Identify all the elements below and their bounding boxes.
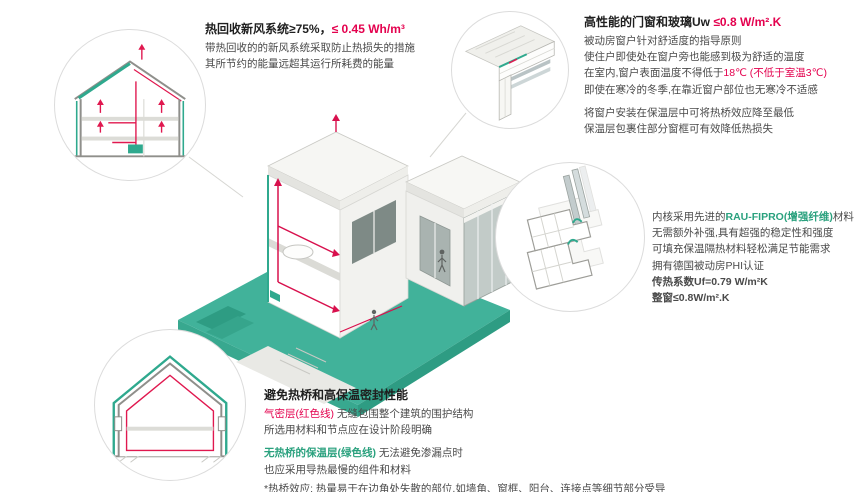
profile-line-2: 无需额外补强,具有超强的稳定性和强度 bbox=[652, 227, 834, 240]
heat-recovery-note: 热回收新风系统≥75%，≤ 0.45 Wh/m³ 带热回收的的新风系统采取防止热… bbox=[205, 20, 475, 73]
profile-line-3: 可填充保温隔热材料轻松满足节能需求 bbox=[652, 243, 831, 256]
heat-recovery-title-value: ≤ 0.45 Wh/m³ bbox=[331, 22, 405, 36]
profile-line-1-post: 材料 bbox=[832, 211, 854, 223]
thermal-line-3-label: 无热桥的保温层(绿色线) bbox=[264, 447, 376, 460]
windows-line-3: 在室内,窗户表面温度不得低于18℃ (不低于室温3℃) bbox=[584, 66, 864, 80]
window-install-illustration bbox=[464, 25, 556, 121]
heat-recovery-title-text: 热回收新风系统≥75%， bbox=[205, 22, 332, 36]
window-install-vignette bbox=[451, 11, 569, 129]
windows-line-5: 将窗户安装在保温层中可将热桥效应降至最低 bbox=[584, 106, 794, 119]
thermal-section-illustration bbox=[102, 355, 238, 463]
heat-recovery-section-illustration bbox=[68, 43, 192, 158]
thermal-line-1-label: 气密层(红色线) bbox=[264, 408, 334, 420]
windows-line-4: 即使在寒冷的冬季,在靠近窗户部位也无寒冷不适感 bbox=[584, 83, 818, 96]
profile-stat-window: 整窗≤0.8W/m².K bbox=[652, 291, 730, 304]
profile-line-4: 拥有德国被动房PHI认证 bbox=[652, 259, 765, 272]
windows-line-6: 保温层包裹住部分窗框可有效降低热损失 bbox=[584, 122, 773, 135]
thermal-title: 避免热桥和高保温密封性能 bbox=[264, 388, 409, 402]
thermal-bridge-vignette bbox=[94, 329, 246, 481]
heat-recovery-line-1: 带热回收的的新风系统采取防止热损失的措施 bbox=[205, 42, 415, 54]
windows-title-text: 高性能的门窗和玻璃Uw bbox=[584, 15, 714, 29]
profile-note: 内核采用先进的RAU-FIPRO(增强纤维)材料 无需额外补强,具有超强的稳定性… bbox=[652, 210, 865, 307]
profile-line-1: 内核采用先进的RAU-FIPRO(增强纤维)材料 bbox=[652, 210, 865, 224]
windows-line-1: 被动房窗户针对舒适度的指导原则 bbox=[584, 35, 742, 47]
heat-recovery-vignette bbox=[54, 29, 206, 181]
thermal-line-1: 气密层(红色线) 无缝包围整个建筑的围护结构 bbox=[264, 407, 609, 421]
windows-title: 高性能的门窗和玻璃Uw ≤0.8 W/m².K bbox=[584, 13, 864, 30]
thermal-line-4: 也应采用导热最慢的组件和材料 bbox=[264, 463, 411, 476]
thermal-line-3: 无热桥的保温层(绿色线) 无法避免渗漏点时 bbox=[264, 446, 609, 460]
heat-recovery-title: 热回收新风系统≥75%，≤ 0.45 Wh/m³ bbox=[205, 20, 475, 37]
windows-note: 高性能的门窗和玻璃Uw ≤0.8 W/m².K 被动房窗户针对舒适度的指导原则 … bbox=[584, 13, 864, 138]
profile-line-1-pre: 内核采用先进的 bbox=[652, 211, 726, 223]
thermal-line-1-text: 无缝包围整个建筑的围护结构 bbox=[334, 408, 474, 420]
thermal-footnote: *热桥效应: 热量易于在边角处失散的部位,如墙角、窗框、阳台、连接点等细节部分受… bbox=[264, 482, 666, 492]
thermal-line-2: 所选用材料和节点应在设计阶段明确 bbox=[264, 424, 432, 437]
profile-stat-uf: 传热系数Uf=0.79 W/m²K bbox=[652, 275, 768, 288]
profile-vignette bbox=[495, 162, 645, 312]
thermal-note: 避免热桥和高保温密封性能 气密层(红色线) 无缝包围整个建筑的围护结构 所选用材… bbox=[264, 386, 666, 492]
windows-title-value: ≤0.8 W/m².K bbox=[713, 15, 782, 29]
profile-line-1-highlight: RAU-FIPRO(增强纤维) bbox=[725, 211, 833, 223]
heat-recovery-line-2: 其所节约的能量远超其运行所耗费的能量 bbox=[205, 58, 394, 71]
thermal-line-3-text: 无法避免渗漏点时 bbox=[376, 447, 463, 460]
person-figures bbox=[369, 249, 447, 331]
windows-line-3-text: 在室内,窗户表面温度不得低于 bbox=[584, 67, 724, 80]
windows-line-3-value: 18℃ (不低于室温3℃) bbox=[723, 67, 827, 80]
house-cutaway-illustration bbox=[178, 114, 521, 417]
window-profile-illustration bbox=[526, 165, 604, 290]
windows-line-2: 使住户即使处在窗户旁也能感到极为舒适的温度 bbox=[584, 51, 805, 64]
